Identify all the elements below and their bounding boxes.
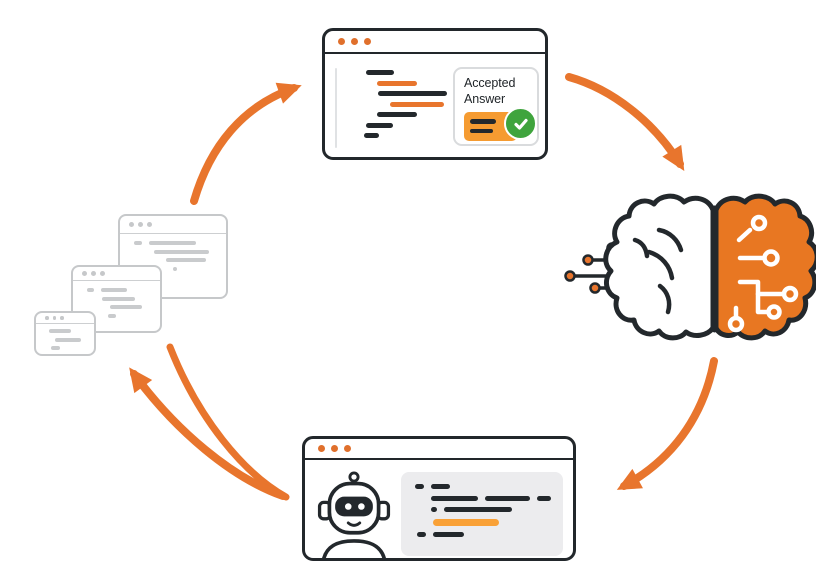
window-titlebar [36, 313, 94, 324]
traffic-dot-icon [318, 445, 325, 452]
brain-left-hemisphere [603, 193, 716, 341]
window-titlebar [73, 267, 160, 281]
arrow-chatbot-to-questions-tail [166, 343, 290, 501]
traffic-dot-icon [364, 38, 371, 45]
code-lines [352, 70, 447, 148]
margin-line [335, 68, 337, 148]
question-window-front [34, 311, 96, 356]
traffic-dot-icon [344, 445, 351, 452]
arrow-questions-to-accepted-icon [190, 82, 302, 205]
traffic-dot-icon [338, 38, 345, 45]
window-content [305, 460, 573, 558]
traffic-dot-icon [100, 271, 105, 276]
code-lines [36, 324, 94, 350]
snippet-lines [470, 119, 517, 133]
accepted-answer-label: Accepted Answer [464, 76, 516, 106]
brain-right-hemisphere [713, 193, 816, 341]
traffic-dot-icon [52, 316, 56, 320]
traffic-dot-icon [60, 316, 64, 320]
window-titlebar [305, 439, 573, 460]
accepted-answer-badge: Accepted Answer [453, 67, 539, 146]
arrow-accepted-to-ai-icon [565, 73, 685, 171]
accepted-answer-window: Accepted Answer [322, 28, 548, 160]
arrow-chatbot-to-questions-icon [129, 367, 287, 500]
code-lines [73, 281, 160, 318]
window-titlebar [325, 31, 545, 54]
arrow-ai-to-chatbot-icon [616, 357, 718, 490]
traffic-dot-icon [129, 222, 134, 227]
traffic-dot-icon [82, 271, 87, 276]
traffic-dot-icon [147, 222, 152, 227]
window-titlebar [120, 216, 226, 234]
traffic-dot-icon [45, 316, 49, 320]
traffic-dot-icon [351, 38, 358, 45]
robot-icon [317, 471, 391, 558]
code-lines [415, 484, 551, 537]
traffic-dot-icon [331, 445, 338, 452]
check-circle-icon [504, 107, 537, 140]
chatbot-answer-window [302, 436, 576, 561]
ai-brain-icon [564, 193, 816, 341]
traffic-dot-icon [91, 271, 96, 276]
traffic-dot-icon [138, 222, 143, 227]
chat-code-block [401, 472, 563, 556]
code-lines [120, 234, 226, 271]
window-content [325, 54, 545, 148]
